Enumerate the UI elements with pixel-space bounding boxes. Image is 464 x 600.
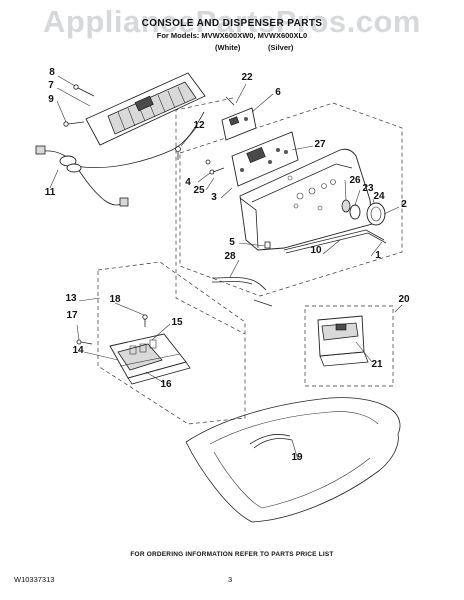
callout-1: 1 (375, 250, 381, 261)
callout-8: 8 (49, 67, 55, 78)
callout-15: 15 (171, 317, 183, 328)
model-numbers: For Models: MVWX600XW0, MVWX600XL0 (156, 31, 308, 40)
washer-top-panel (185, 397, 401, 523)
upper-assembly-boundary (175, 97, 246, 335)
callout-25: 25 (193, 185, 205, 196)
power-cord (35, 111, 205, 207)
callout-22: 22 (241, 72, 253, 83)
document-number: W10337313 (14, 575, 55, 584)
callout-9: 9 (48, 94, 54, 105)
callout-3: 3 (211, 192, 217, 203)
callout-14: 14 (72, 345, 84, 356)
callout-7: 7 (48, 80, 54, 91)
cord-clip (175, 146, 181, 160)
dispenser-boundary (304, 305, 394, 387)
console-housing (239, 148, 373, 251)
watermark: AppliancePartsPros.com (43, 4, 421, 39)
callout-21: 21 (371, 359, 383, 370)
callout-17: 17 (66, 310, 78, 321)
leader-lines (49, 75, 403, 461)
small-control-board (221, 96, 257, 141)
rear-console-panel (85, 72, 206, 146)
callout-16: 16 (160, 379, 172, 390)
callout-6: 6 (275, 87, 281, 98)
control-board-boundary (97, 261, 246, 425)
callout-28: 28 (224, 251, 236, 262)
screws-4-25 (205, 159, 225, 175)
callout-24: 24 (373, 191, 385, 202)
callout-27: 27 (314, 139, 326, 150)
callout-5: 5 (229, 237, 235, 248)
callout-2: 2 (401, 199, 407, 210)
callout-10: 10 (310, 245, 322, 256)
console-trim-strip (283, 229, 387, 254)
page-number: 3 (228, 575, 233, 584)
page-title: CONSOLE AND DISPENSER PARTS (141, 18, 323, 29)
callout-12: 12 (193, 120, 205, 131)
callout-19: 19 (291, 452, 303, 463)
callout-20: 20 (398, 294, 410, 305)
callout-18: 18 (109, 294, 121, 305)
main-control-board (231, 131, 299, 187)
console-assembly-boundary (179, 102, 403, 297)
console-clip-5 (264, 241, 271, 249)
variant-white: (White) (215, 43, 241, 52)
ordering-note: FOR ORDERING INFORMATION REFER TO PARTS … (130, 551, 334, 558)
knob-assembly (341, 199, 386, 226)
callout-4: 4 (185, 177, 191, 188)
callout-26: 26 (349, 175, 361, 186)
wire-harness-28 (211, 277, 273, 307)
callout-11: 11 (44, 187, 56, 198)
detergent-dispenser (317, 315, 369, 367)
variant-silver: (Silver) (268, 43, 294, 52)
callout-13: 13 (65, 293, 77, 304)
board-screws (76, 314, 148, 345)
callout-23: 23 (362, 183, 374, 194)
control-board-assembly (109, 333, 191, 385)
